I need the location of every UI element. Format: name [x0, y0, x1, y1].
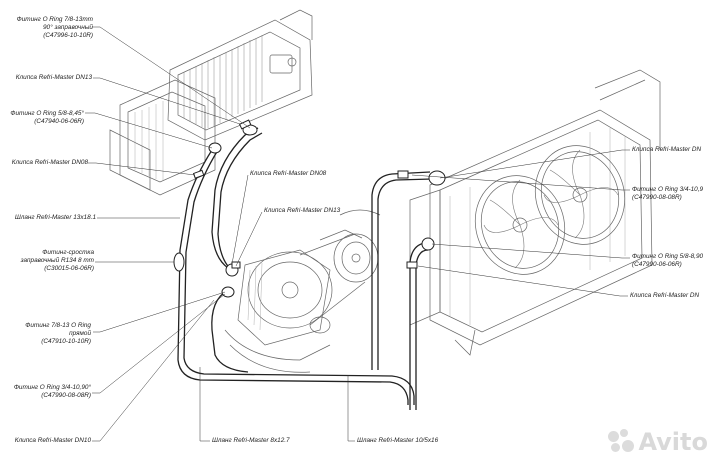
label-hose-10x16: Шланг Refri-Master 10/5x16 [357, 437, 439, 444]
avito-logo-icon [608, 429, 635, 455]
label-fitting-7-8-90: Фитинг O Ring 7/8-13mm 90° заправочный (… [16, 16, 93, 39]
clamp-right-top [397, 170, 409, 179]
label-clamp-dn13-top: Клипса Refri-Master DN13 [15, 74, 92, 81]
label-clamp-dn08-left: Клипса Refri-Master DN08 [11, 159, 88, 166]
label-fitting-7-8-straight: Фитинг 7/8-13 O Ring прямой (С47910-10-1… [25, 322, 91, 345]
label-fitting-splice: Фитинг-сростка заправочный R134 8 mm (С3… [20, 249, 94, 272]
fitting-cond-top [428, 170, 446, 186]
hose-discharge [211, 289, 249, 373]
hose-compressor-evap [211, 127, 259, 269]
clamp-dn13-mid [231, 261, 241, 269]
clamp-dn13-top [238, 119, 252, 130]
label-fitting-5-8-90-right: Фитинг O Ring 5/8-8,90 (С47990-06-06R) [632, 253, 704, 268]
fitting-splice [173, 252, 185, 272]
clamp-dn08-left [192, 169, 205, 179]
condenser-unit [409, 69, 661, 356]
evaporator-unit [109, 9, 313, 196]
label-hose-8x12: Шланг Refri-Master 8x12.7 [212, 437, 290, 444]
fitting-evap-45 [208, 142, 222, 154]
avito-watermark-text: Avito [638, 428, 708, 456]
leader-lines [85, 26, 630, 442]
label-clamp-right-top: Клипса Refri-Master DN [632, 146, 702, 153]
fittings [173, 119, 446, 298]
label-hose-13x18: Шланг Refri-Master 13x18.1 [14, 214, 96, 221]
label-clamp-dn10-left: Клипса Refri-Master DN10 [14, 437, 91, 444]
label-fitting-3-4-90-right: Фитинг O Ring 3/4-10,9 (С47990-08-08R) [632, 186, 704, 201]
hose-liquid [371, 171, 431, 370]
hose-suction [177, 149, 409, 405]
compressor-unit [224, 209, 381, 373]
hose-lines [177, 127, 433, 410]
label-clamp-right-bottom: Клипса Refri-Master DN [630, 292, 700, 299]
label-fitting-3-4-90-left: Фитинг O Ring 3/4-10,90° (С47990-08-08R) [13, 384, 91, 399]
clamp-right-bottom [406, 261, 418, 269]
label-clamp-dn08-mid: Клипса Refri-Master DN08 [250, 170, 327, 177]
label-fitting-5-8-45: Фитинг O Ring 5/8-8,45° (С47940-06-06R) [10, 110, 84, 125]
avito-watermark: Avito [608, 428, 708, 456]
label-clamp-dn13-mid: Клипса Refri-Master DN13 [264, 207, 341, 214]
fitting-compressor-2 [221, 286, 235, 298]
